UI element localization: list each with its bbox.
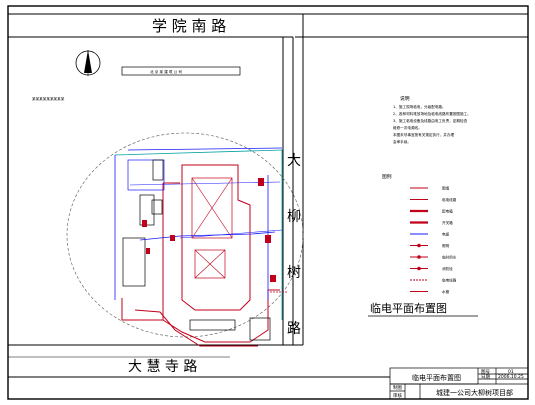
title-block-drawing-name: 临电平面布置图 — [412, 373, 461, 382]
legend-item: 临时用水 — [410, 255, 457, 260]
title-block-project: 城建一公司大柳树项目部 — [436, 388, 513, 397]
distribution-boxes — [142, 178, 276, 282]
north-road-label: 学 院 南 路 — [152, 17, 226, 35]
main-building — [181, 164, 251, 311]
title-block-row-label: 审核 — [393, 392, 402, 399]
notes-line: 会审手续。 — [393, 139, 411, 144]
legend-item: 临电线路 — [410, 197, 457, 202]
small-note: 某某某某某某某某某 — [32, 96, 65, 101]
legend-label: 围墙 — [442, 186, 450, 191]
legend-label: 配电箱 — [442, 209, 453, 214]
east-road-label-1: 大 — [287, 153, 301, 169]
east-road: 大 柳 树 路 — [282, 14, 304, 345]
legend-item: 消防栓 — [410, 266, 453, 271]
notes-line: 2、各种材料堆放场地及临电线路布置按图施工。 — [393, 111, 471, 116]
notes-heading: 说明 — [400, 95, 410, 102]
legend-title: 图例 — [382, 173, 392, 180]
legend-label: 临电线路 — [442, 278, 457, 283]
south-road: 大 慧 寺 路 — [8, 344, 390, 378]
south-road-label: 大 慧 寺 路 — [128, 359, 197, 375]
east-road-label-4: 路 — [287, 321, 301, 337]
north-road: 学 院 南 路 — [8, 13, 528, 38]
legend-label: 临时用水 — [442, 255, 457, 260]
title-block-field-label: 图号 — [481, 369, 490, 375]
legend-label: 临电线路 — [442, 197, 457, 202]
legend-symbol-dot — [417, 266, 421, 271]
legend-label: 开关箱 — [442, 220, 453, 225]
legend-item: 水管 — [410, 289, 450, 294]
notes-line: 维修一次电源线。 — [393, 125, 422, 130]
notes-line: 本图未尽事宜按有关规定执行，并办理 — [393, 132, 454, 137]
east-road-label-2: 柳 — [287, 208, 301, 225]
notes-line: 3、施工临电设备及线路由电工负责，定期检查 — [393, 118, 468, 123]
cable-run — [139, 175, 276, 300]
site-boundary — [114, 147, 283, 320]
sheet-border — [7, 5, 529, 400]
company-box — [121, 66, 241, 76]
legend-label: 电缆 — [442, 232, 450, 237]
legend-label: 消防栓 — [442, 266, 453, 271]
title-block — [389, 367, 529, 400]
legend-item: 开关箱 — [410, 220, 453, 225]
legend-item: 配电箱 — [410, 209, 453, 214]
crane-radius — [66, 132, 304, 338]
company-box-label: 北 京 某 建 筑 公 司 — [150, 69, 182, 74]
legend-symbol-dot — [417, 255, 421, 259]
legend-item: 照明 — [410, 243, 450, 248]
title-block-field-label: 日期 — [481, 374, 490, 380]
legend-item: 电缆 — [410, 232, 450, 237]
title-block-row-label: 制图 — [393, 384, 402, 391]
legend-item: 临电线路 — [410, 278, 457, 283]
east-road-label-3: 树 — [287, 265, 301, 281]
site-wall — [121, 182, 280, 347]
legend-label: 水管 — [442, 289, 450, 294]
notes-block: 说明 1、施工现场临电，分级配电箱。 2、各种材料堆放场地及临电线路布置按图施工… — [393, 95, 471, 144]
plan-title: 临电平面布置图 — [370, 301, 447, 315]
title-block-field-value: 2006.10.25 — [498, 374, 524, 380]
legend-symbol-dot — [417, 243, 421, 248]
legend-label: 照明 — [442, 243, 450, 248]
legend-item: 围墙 — [410, 186, 450, 191]
north-arrow-icon — [75, 50, 101, 76]
left-structures — [122, 159, 271, 341]
notes-line: 1、施工现场临电，分级配电箱。 — [393, 104, 446, 109]
title-block-field-value: 01 — [508, 369, 514, 375]
